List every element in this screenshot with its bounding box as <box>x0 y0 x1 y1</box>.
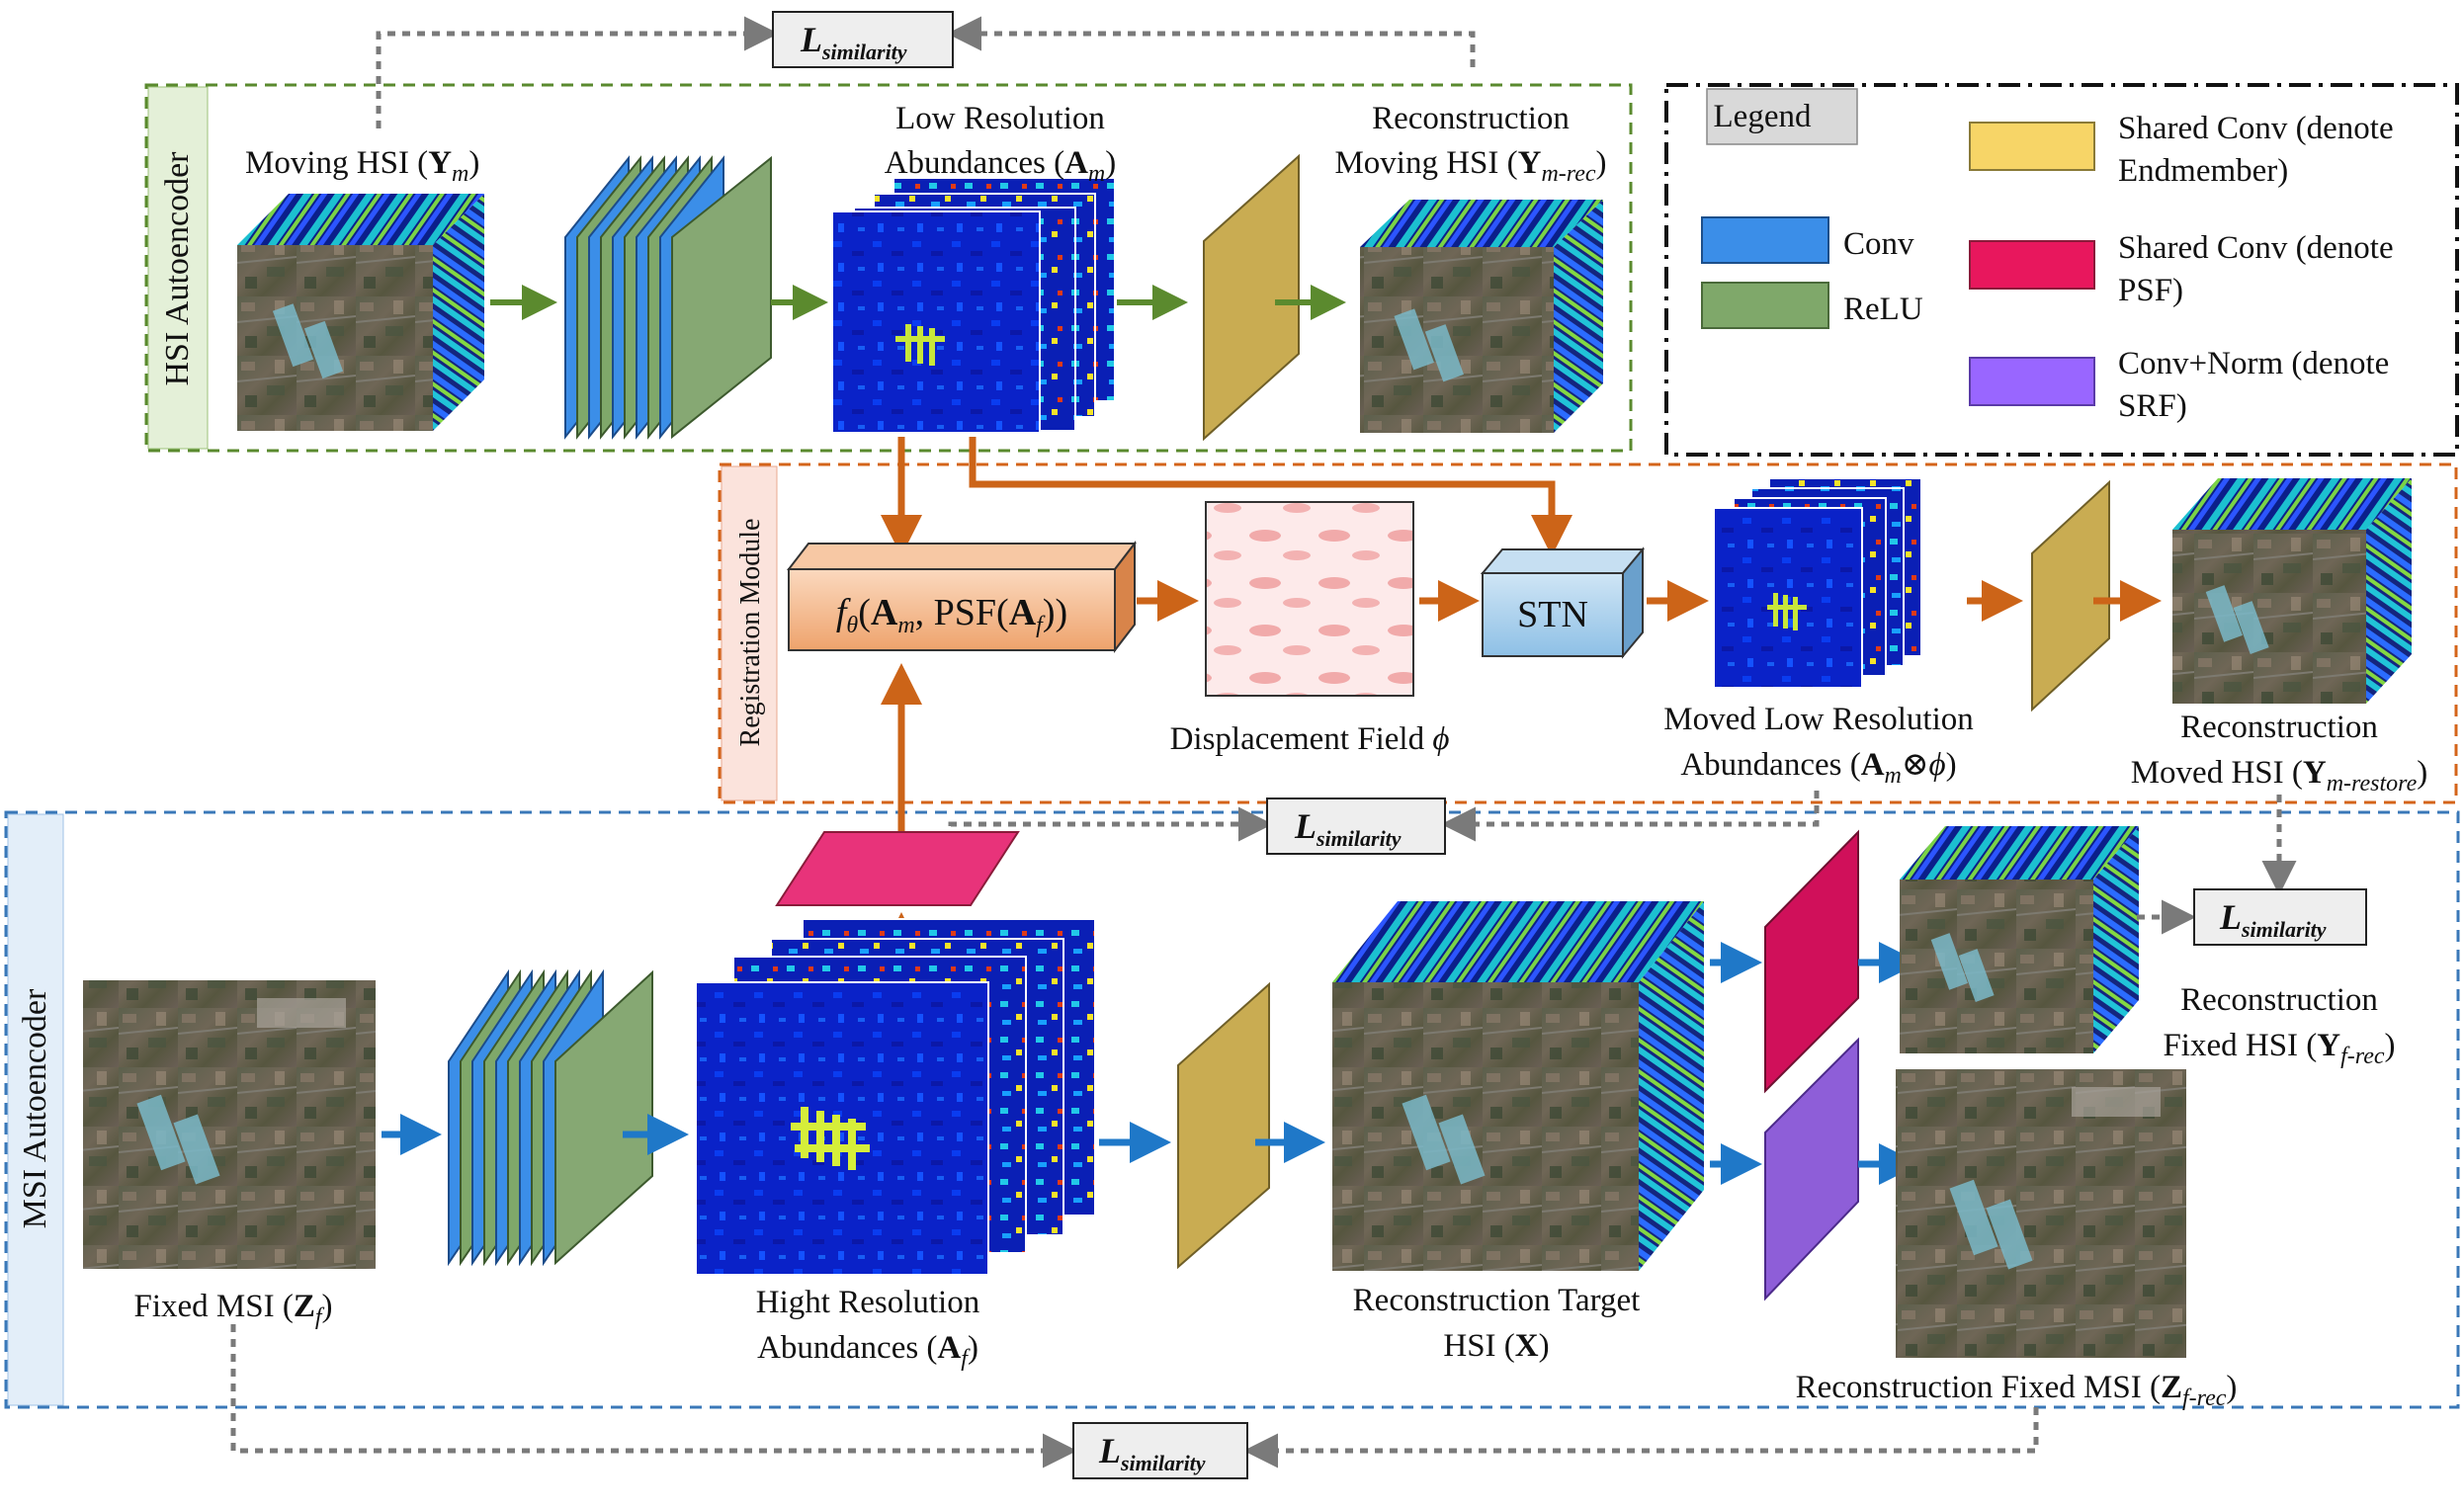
f-theta-label: fθ(Am, PSF(Af)) <box>836 592 1067 638</box>
hsi-encoder-conv-relu-stack <box>564 155 772 440</box>
loss-bottom: Lsimilarity <box>230 1324 2039 1479</box>
hsi-autoencoder-label: HSI Autoencoder <box>159 151 196 386</box>
label-recon-moving-2: Moving HSI (Ym-rec) <box>1334 145 1606 187</box>
label-high-res-2: Abundances (Af) <box>757 1330 978 1372</box>
endmember-layer-msi <box>1177 981 1270 1270</box>
legend-label-endmember-1: Shared Conv (denote <box>2118 111 2394 146</box>
label-target-1: Reconstruction Target <box>1353 1283 1641 1318</box>
label-recon-fixed-hsi-2: Fixed HSI (Yf-rec) <box>2163 1028 2395 1069</box>
loss-right-sub: similarity <box>2241 917 2327 942</box>
loss-bottom-sub: similarity <box>1120 1451 1206 1475</box>
endmember-layer-top <box>1203 153 1300 442</box>
recon-moving-hsi-cube <box>1360 200 1603 433</box>
label-high-res-1: Hight Resolution <box>756 1285 979 1320</box>
legend-swatch-psf <box>1969 240 2095 290</box>
loss-middle-L: L <box>1294 806 1317 846</box>
label-moved-2: Abundances (Am⊗ϕ) <box>1680 747 1956 789</box>
label-moved-1: Moved Low Resolution <box>1663 702 1973 737</box>
stn-box: STN <box>1480 546 1646 659</box>
f-theta-network-box: fθ(Am, PSF(Af)) <box>786 541 1138 653</box>
low-res-abundances-stack <box>831 177 1116 434</box>
legend-label-endmember-2: Endmember) <box>2118 153 2288 189</box>
psf-layer-branch <box>1764 829 1859 1094</box>
high-res-abundances-stack <box>695 918 1096 1276</box>
legend-swatch-relu <box>1701 282 1829 329</box>
moving-hsi-cube <box>237 194 484 431</box>
legend-label-psf-2: PSF) <box>2118 273 2183 308</box>
label-moving-hsi: Moving HSI (Ym) <box>245 145 479 187</box>
stn-label: STN <box>1517 594 1588 635</box>
hsi-autoencoder-section: HSI Autoencoder <box>144 83 1633 453</box>
legend: Legend Conv ReLU Shared Conv (denote End… <box>1664 83 2459 457</box>
label-target-2: HSI (X) <box>1443 1328 1549 1364</box>
recon-fixed-msi-image <box>1896 1069 2186 1358</box>
label-low-res-1: Low Resolution <box>895 101 1105 136</box>
legend-label-relu: ReLU <box>1843 292 1923 327</box>
loss-top-L: L <box>800 20 822 59</box>
svg-text:Lsimilarity: Lsimilarity <box>2219 897 2327 942</box>
svg-text:Lsimilarity: Lsimilarity <box>800 20 907 64</box>
label-low-res-2: Abundances (Am) <box>885 145 1117 187</box>
svg-text:Lsimilarity: Lsimilarity <box>1294 806 1402 851</box>
label-recon-moving-1: Reconstruction <box>1372 101 1570 136</box>
registration-module-label: Registration Module <box>735 519 766 747</box>
legend-title: Legend <box>1714 99 1812 134</box>
legend-label-conv: Conv <box>1843 226 1914 262</box>
srf-layer-branch <box>1764 1037 1859 1301</box>
loss-top: Lsimilarity <box>376 11 1476 128</box>
target-hsi-cube <box>1332 901 1704 1271</box>
msi-encoder-conv-relu-stack <box>448 968 653 1267</box>
loss-top-sub: similarity <box>821 40 907 64</box>
loss-middle-sub: similarity <box>1316 826 1402 851</box>
label-recon-fixed-msi: Reconstruction Fixed MSI (Zf-rec) <box>1796 1370 2238 1411</box>
legend-swatch-endmember <box>1969 122 2095 171</box>
label-recon-fixed-hsi-1: Reconstruction <box>2180 982 2378 1018</box>
legend-label-srf-2: SRF) <box>2118 388 2187 424</box>
label-recon-moved-1: Reconstruction <box>2180 710 2378 745</box>
legend-label-srf-1: Conv+Norm (denote <box>2118 346 2389 381</box>
loss-bottom-L: L <box>1098 1431 1121 1470</box>
psf-layer-shared <box>775 831 1020 906</box>
legend-swatch-conv <box>1701 216 1829 264</box>
recon-moved-hsi-cube <box>2172 478 2412 704</box>
legend-label-psf-1: Shared Conv (denote <box>2118 230 2394 266</box>
legend-swatch-srf <box>1969 357 2095 406</box>
label-fixed-msi: Fixed MSI (Zf) <box>133 1289 332 1330</box>
loss-right: Lsimilarity <box>2137 795 2367 946</box>
endmember-layer-registration <box>2031 479 2110 713</box>
displacement-field-image <box>1205 501 1414 697</box>
label-recon-moved-2: Moved HSI (Ym-restore) <box>2131 755 2428 797</box>
loss-middle: Lsimilarity <box>948 791 1820 856</box>
moved-abundances-stack <box>1713 477 1922 689</box>
label-displacement: Displacement Field ϕ <box>1170 721 1450 757</box>
msi-autoencoder-label: MSI Autoencoder <box>17 988 53 1228</box>
svg-text:Lsimilarity: Lsimilarity <box>1098 1431 1206 1475</box>
msi-autoencoder-section: MSI Autoencoder <box>4 810 2460 1409</box>
registration-module-section: Registration Module <box>718 462 2458 804</box>
recon-fixed-hsi-cube <box>1900 826 2139 1053</box>
loss-right-L: L <box>2219 897 2242 937</box>
fixed-msi-image <box>83 980 376 1269</box>
